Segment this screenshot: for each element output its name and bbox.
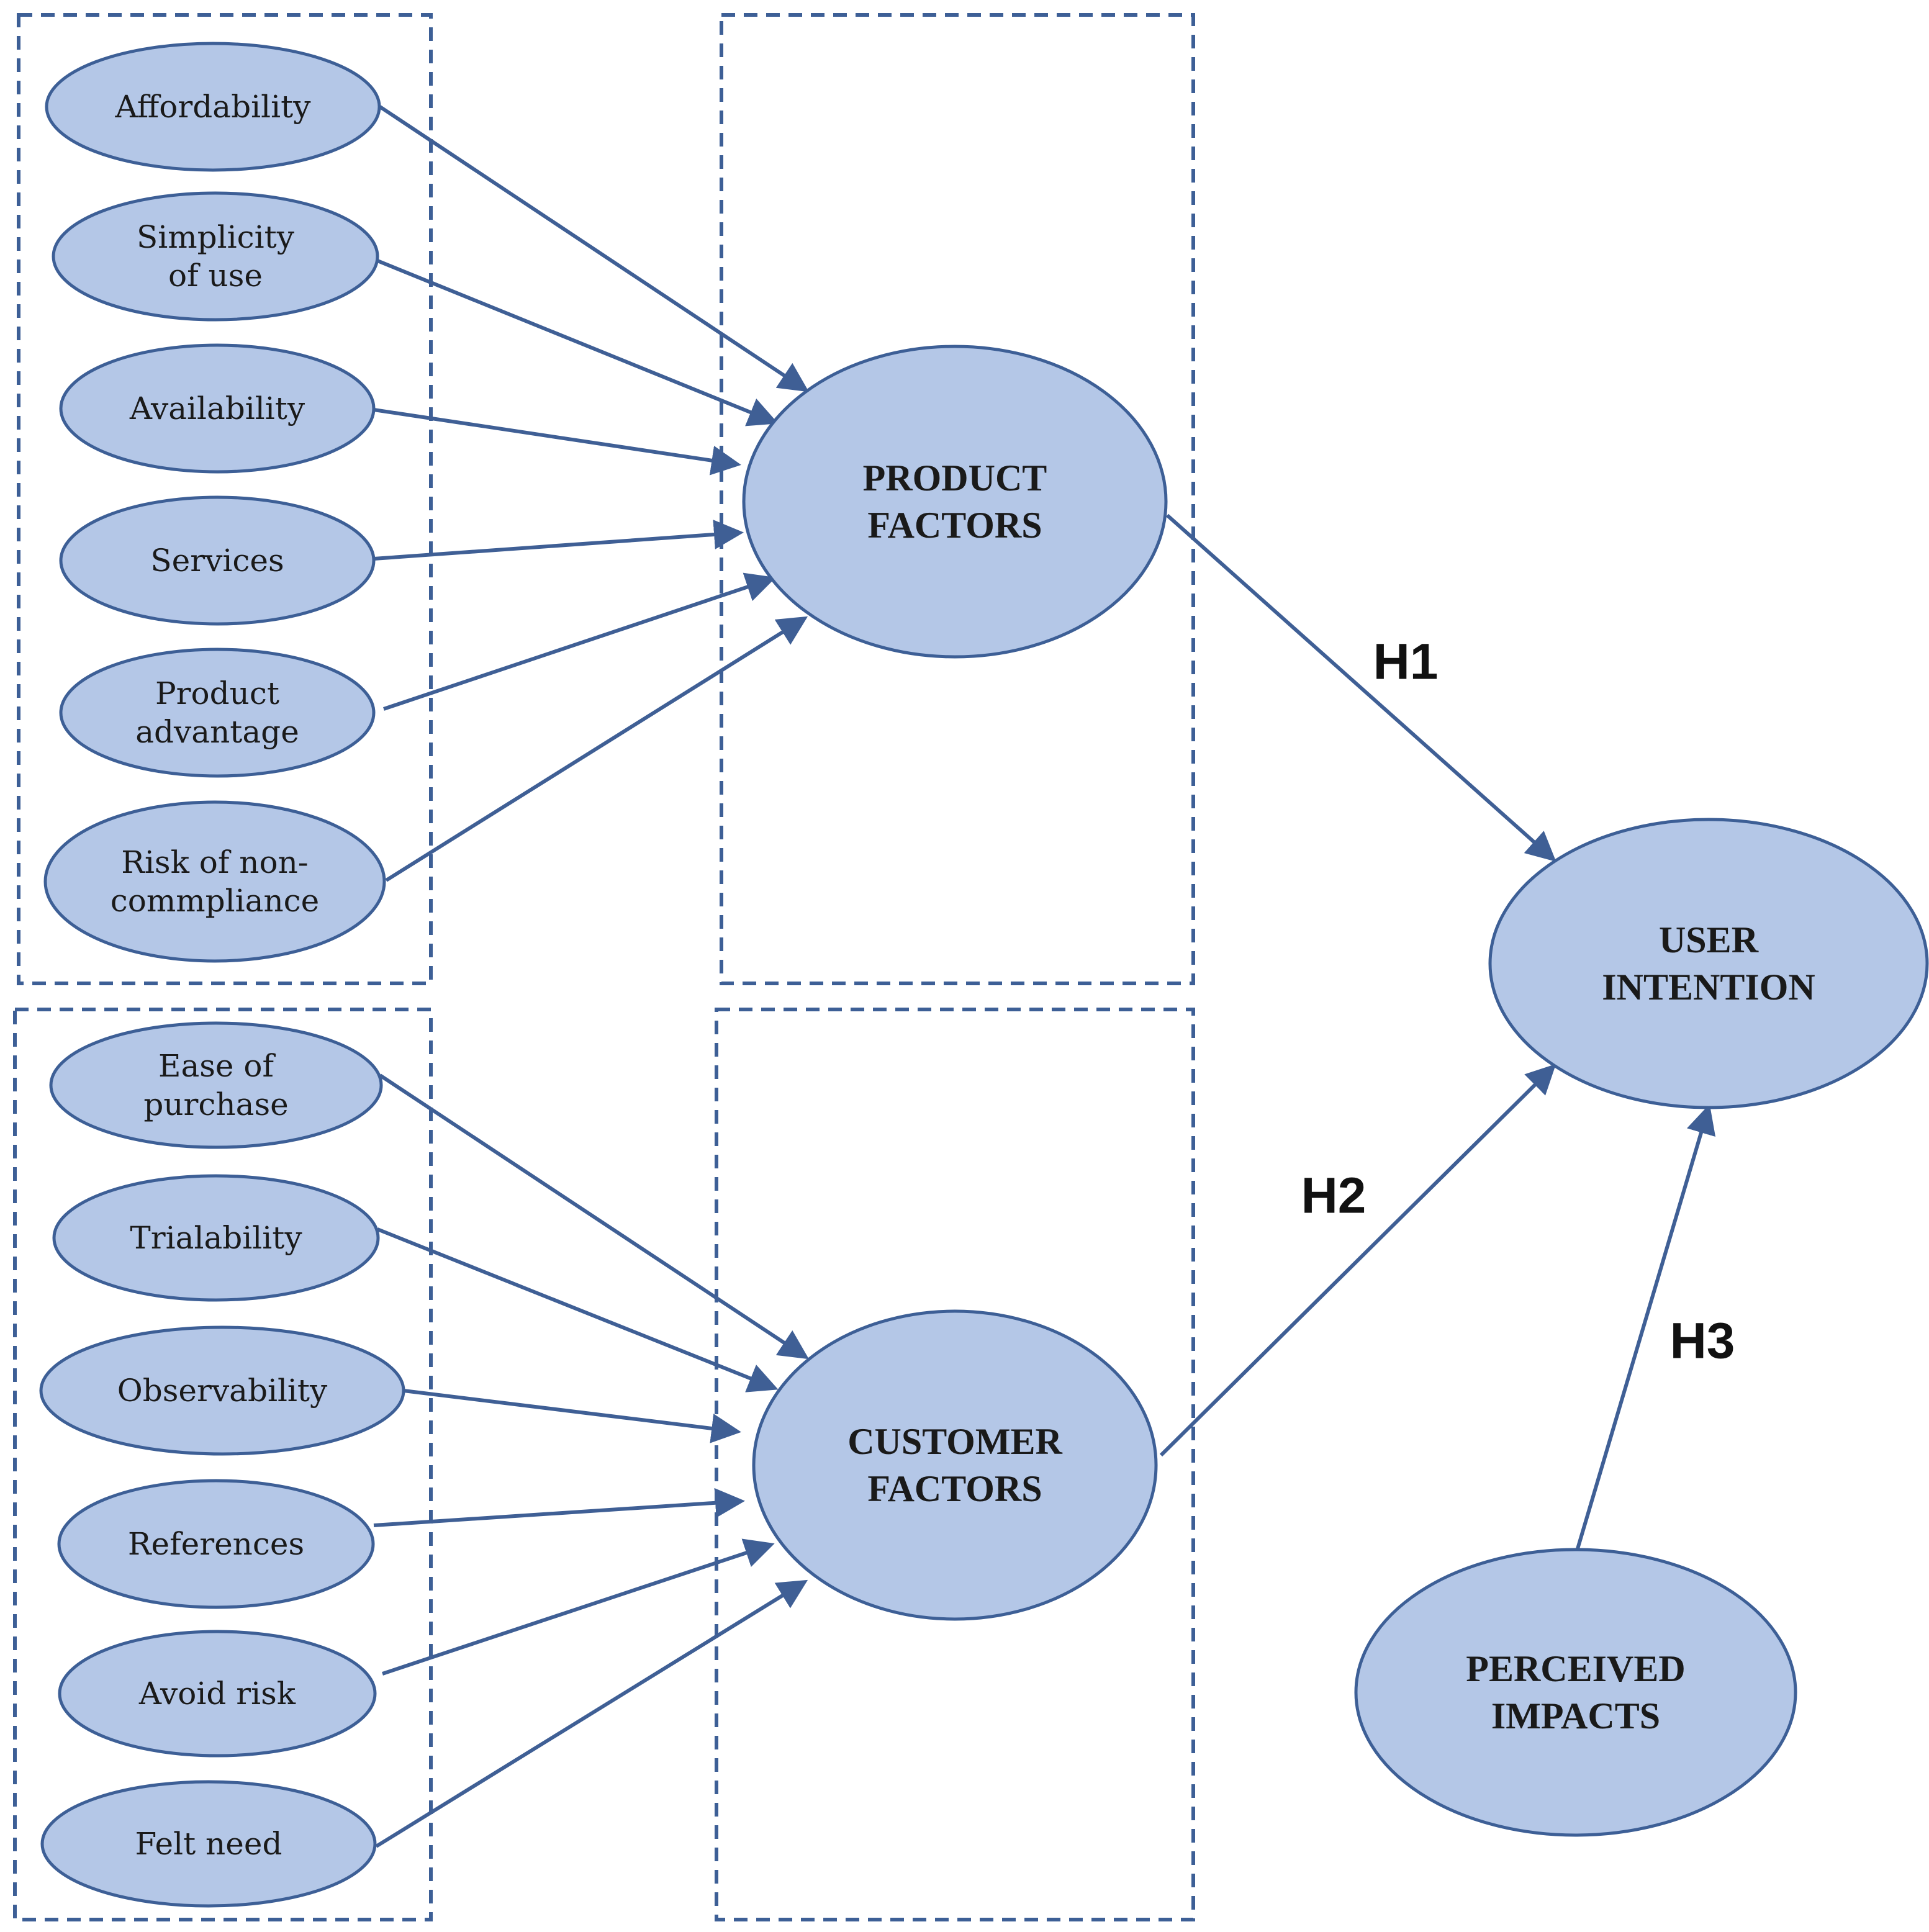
simplicity-label-line: Simplicity — [137, 219, 295, 255]
user-intention-ellipse — [1488, 818, 1929, 1109]
services-node: Services — [59, 495, 376, 626]
ease-of-purchase-arrow — [379, 1073, 810, 1360]
customer-factors-label-line: FACTORS — [867, 1468, 1042, 1509]
simplicity-arrow — [376, 259, 779, 427]
references-label-line: References — [128, 1526, 304, 1562]
felt-need-label-line: Felt need — [135, 1826, 282, 1862]
arrows — [373, 105, 1716, 1848]
availability-arrow — [373, 408, 741, 476]
trialability-label-line: Trialability — [130, 1220, 302, 1256]
references-node: References — [57, 1479, 375, 1609]
references-ellipse — [57, 1479, 375, 1609]
user-intention-label-line: USER — [1659, 919, 1759, 960]
customer-factors-label-line: CUSTOMER — [847, 1421, 1062, 1462]
trialability-node: Trialability — [52, 1174, 380, 1302]
product-factors-node: PRODUCT FACTORS — [742, 345, 1168, 659]
product-factors-ellipse — [742, 345, 1168, 659]
simplicity-label-line: of use — [168, 258, 263, 294]
observability-arrow — [403, 1389, 741, 1443]
h3-label: H3 — [1670, 1313, 1735, 1370]
felt-need-arrow — [375, 1579, 808, 1848]
affordability-node: Affordability — [45, 42, 381, 172]
availability-node: Availability — [59, 343, 376, 474]
ease-of-purchase-ellipse — [49, 1021, 383, 1149]
product-advantage-label-line: Product — [155, 675, 279, 711]
customer-factors-ellipse — [752, 1309, 1158, 1621]
affordability-label-line: Affordability — [115, 89, 312, 125]
user-intention-label-line: INTENTION — [1602, 967, 1815, 1008]
risk-noncompliance-label-line: commpliance — [111, 883, 320, 919]
risk-noncompliance-arrow — [385, 616, 808, 882]
h3-arrow — [1575, 1104, 1716, 1551]
services-label-line: Services — [150, 543, 284, 579]
user-intention-node: USER INTENTION — [1488, 818, 1929, 1109]
perceived-impacts-label-line: IMPACTS — [1491, 1695, 1660, 1736]
risk-noncompliance-label-line: Risk of non- — [121, 844, 308, 880]
customer-antecedents-box — [13, 1008, 433, 1921]
trialability-arrow — [376, 1227, 779, 1393]
affordability-arrow — [379, 105, 809, 392]
product-advantage-label-line: advantage — [135, 714, 299, 750]
affordability-ellipse — [45, 42, 381, 172]
observability-label-line: Observability — [117, 1373, 328, 1409]
avoid-risk-node: Avoid risk — [58, 1630, 377, 1758]
product-advantage-ellipse — [59, 648, 376, 778]
h2-label: H2 — [1301, 1168, 1367, 1224]
h1-arrow — [1166, 513, 1556, 862]
ease-of-purchase-label-line: purchase — [143, 1086, 288, 1122]
h1-label: H1 — [1373, 634, 1439, 690]
customer-factors-node: CUSTOMER FACTORS — [752, 1309, 1158, 1621]
avoid-risk-arrow — [382, 1538, 775, 1676]
availability-label-line: Availability — [129, 390, 305, 427]
avoid-risk-label-line: Avoid risk — [138, 1676, 296, 1712]
product-construct-box — [720, 13, 1195, 985]
perceived-impacts-ellipse — [1354, 1548, 1797, 1837]
observability-node: Observability — [39, 1325, 405, 1456]
observability-ellipse — [39, 1325, 405, 1456]
product-antecedents-box — [17, 13, 433, 985]
availability-ellipse — [59, 343, 376, 474]
services-ellipse — [59, 495, 376, 626]
risk-noncompliance-node: Risk of non-commpliance — [43, 800, 386, 963]
ease-of-purchase-label-line: Ease of — [158, 1048, 276, 1084]
felt-need-node: Felt need — [40, 1780, 377, 1908]
trialability-ellipse — [52, 1174, 380, 1302]
references-arrow — [373, 1487, 745, 1527]
product-factors-label-line: PRODUCT — [863, 458, 1047, 499]
perceived-impacts-label-line: PERCEIVED — [1466, 1648, 1685, 1689]
risk-noncompliance-ellipse — [43, 800, 386, 963]
product-factors-label-line: FACTORS — [867, 505, 1042, 546]
group-boxes — [13, 13, 1195, 1921]
services-arrow — [373, 520, 744, 561]
avoid-risk-ellipse — [58, 1630, 377, 1758]
h2-arrow — [1159, 1063, 1556, 1457]
felt-need-ellipse — [40, 1780, 377, 1908]
perceived-impacts-node: PERCEIVED IMPACTS — [1354, 1548, 1797, 1837]
simplicity-ellipse — [52, 191, 379, 322]
product-advantage-arrow — [383, 572, 776, 711]
